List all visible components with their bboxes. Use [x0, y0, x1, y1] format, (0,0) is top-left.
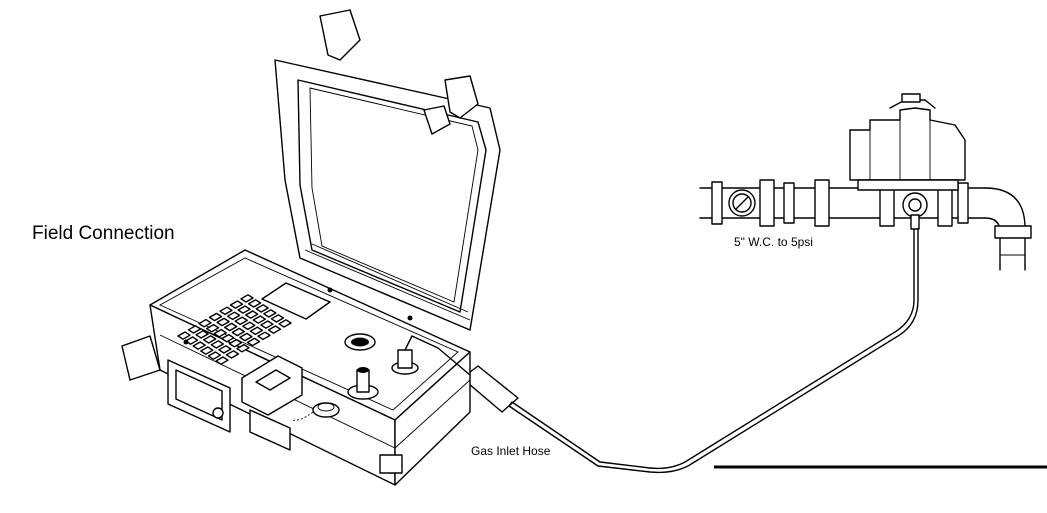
keypad-key	[229, 300, 244, 309]
keypad-key	[219, 306, 233, 316]
keypad-key	[216, 317, 230, 327]
keypad-key	[221, 333, 235, 343]
keypad-key	[225, 350, 240, 359]
gas-inlet-hose-label: Gas Inlet Hose	[471, 444, 551, 458]
keypad-key	[240, 294, 254, 303]
keypad-key	[200, 346, 214, 355]
keypad-key	[177, 331, 191, 340]
keypad-key	[187, 325, 202, 334]
keypad-key	[247, 299, 262, 308]
keypad-key	[267, 325, 282, 334]
keypad-key	[252, 315, 266, 324]
hose-icon	[461, 228, 919, 474]
keypad-key	[257, 331, 271, 341]
keypad-key	[192, 341, 206, 350]
keypad-key	[228, 338, 243, 348]
keypad-key	[255, 304, 269, 313]
keypad-key	[218, 345, 232, 354]
keypad-key	[237, 305, 251, 314]
keypad-key	[234, 316, 248, 326]
keypad-key	[205, 323, 220, 333]
keypad-key	[278, 319, 292, 328]
keypad-key	[224, 322, 238, 332]
page-title: Field Connection	[32, 223, 175, 244]
keypad-key	[198, 318, 212, 328]
keypad-key	[184, 336, 199, 345]
keypad-key	[242, 321, 256, 331]
keypad-icon	[177, 294, 292, 365]
keypad-key	[226, 311, 241, 321]
keypad-key	[215, 356, 229, 365]
keypad-key	[260, 320, 274, 329]
keypad-key	[195, 330, 209, 339]
keypad-key	[239, 332, 253, 342]
keypad-key	[208, 312, 223, 322]
gas-meter-regulator-icon	[699, 93, 1032, 271]
keypad-key	[236, 343, 250, 353]
keypad-key	[207, 351, 222, 360]
keypad-key	[245, 310, 259, 319]
keypad-key	[249, 326, 264, 336]
keypad-key	[213, 328, 227, 338]
keypad-key	[231, 327, 245, 337]
keypad-key	[263, 309, 277, 318]
pressure-range-label: 5" W.C. to 5psi	[734, 235, 813, 249]
keypad-key	[210, 340, 224, 349]
ball-valve-icon	[728, 189, 756, 217]
keypad-key	[270, 314, 285, 323]
pipe-elbow-icon	[984, 187, 1032, 271]
keypad-key	[203, 335, 217, 344]
analyzer-case-icon	[121, 9, 501, 486]
display-screen-icon	[261, 282, 331, 320]
keypad-key	[246, 337, 261, 347]
